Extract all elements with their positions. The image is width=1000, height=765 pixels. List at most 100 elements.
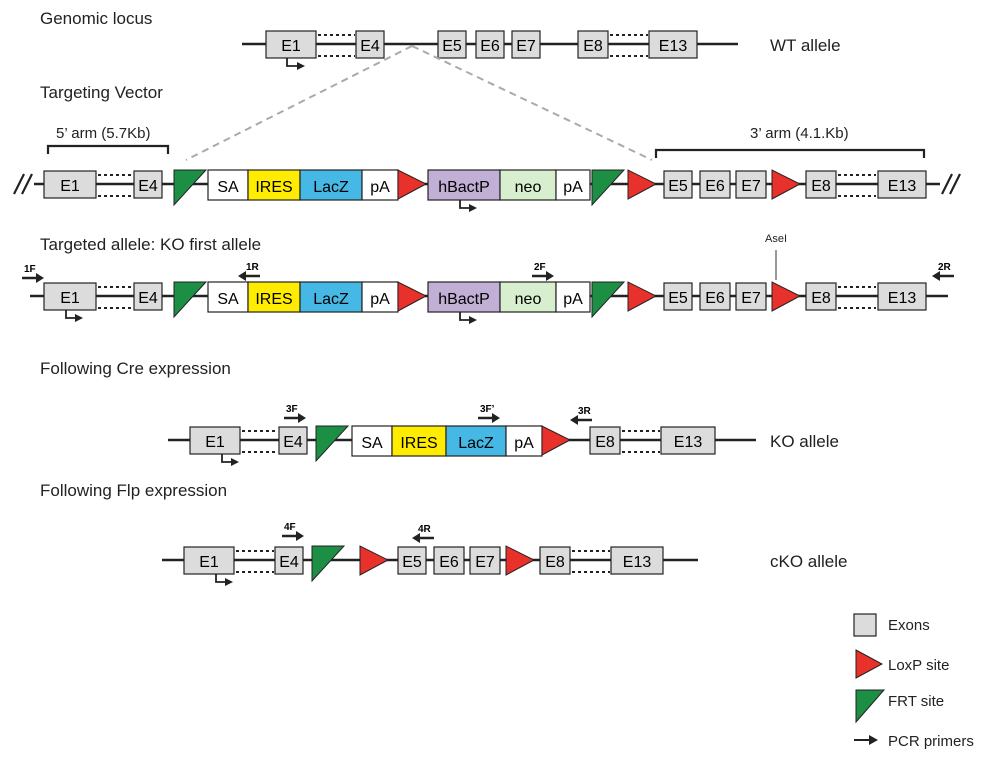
cassette-lacz — [299, 169, 363, 201]
primer-label: 3F’ — [480, 404, 495, 415]
exon-label: E6 — [705, 290, 725, 307]
cassette-label: pA — [563, 291, 583, 308]
legend-exons-label: Exons — [888, 617, 930, 634]
exon-label: E1 — [205, 434, 225, 451]
three-prime-arm-label: 3’ arm (4.1.Kb) — [750, 125, 849, 142]
loxp-site-icon — [627, 281, 658, 312]
primer-label: 2R — [938, 262, 952, 273]
cassette-label: SA — [217, 291, 239, 308]
legend-loxp-label: LoxP site — [888, 657, 949, 674]
cassette-lacz — [299, 281, 363, 313]
cassette-pa — [555, 281, 591, 313]
exon-label: E13 — [623, 554, 652, 571]
three-prime-arm-bracket — [654, 148, 926, 158]
ko-allele-row: 3F 3F’ 3R E1 E4 SA IRES LacZ pA E8 E13 K — [168, 404, 839, 466]
exon-label: E8 — [595, 434, 615, 451]
frt-site-icon — [173, 281, 208, 319]
cko-allele-row: 4F 4R E1 E4 E5 E6 E7 E8 E13 cKO allele — [162, 522, 847, 586]
cassette-label: SA — [361, 435, 383, 452]
cassette-sa — [351, 425, 393, 457]
cassette-hbactp — [427, 169, 501, 201]
cassette-label: IRES — [400, 435, 437, 452]
exon-label: E13 — [888, 290, 917, 307]
exon-label: E4 — [283, 434, 303, 451]
frt-site-icon — [173, 169, 208, 207]
wt-allele-row: E1 E4 E5 E6 E7 E8 E13 WT allele — [242, 30, 841, 70]
exon-label: E6 — [439, 554, 459, 571]
exon-e4 — [274, 546, 304, 575]
exon-label: E8 — [811, 178, 831, 195]
cassette-label: SA — [217, 179, 239, 196]
exon-e8 — [577, 30, 609, 59]
exon-label: E7 — [741, 290, 761, 307]
cassette-label: pA — [563, 179, 583, 196]
primer-label: 4R — [418, 524, 432, 535]
cassette-label: hBactP — [438, 179, 490, 196]
promoter-arrow-icon — [215, 574, 228, 583]
legend-frt-icon — [855, 689, 886, 724]
loxp-site-icon — [541, 425, 572, 456]
promoter-arrow-icon — [286, 58, 300, 67]
exon-label: E7 — [475, 554, 495, 571]
primer-label: 4F — [284, 522, 296, 533]
exon-label: E1 — [281, 38, 301, 55]
exon-label: E7 — [741, 178, 761, 195]
legend-frt-label: FRT site — [888, 693, 944, 710]
exon-label: E5 — [668, 290, 688, 307]
asei-site-label: AseI — [765, 233, 787, 245]
exon-label: E6 — [705, 178, 725, 195]
cassette-label: neo — [515, 179, 542, 196]
five-prime-arm-label: 5’ arm (5.7Kb) — [56, 125, 150, 142]
frt-site-icon — [311, 545, 346, 583]
cassette-label: pA — [370, 291, 390, 308]
five-prime-arm-bracket — [46, 144, 170, 154]
exon-e5 — [663, 282, 693, 311]
exon-label: E13 — [674, 434, 703, 451]
cassette-pa — [505, 425, 543, 457]
exon-e5 — [437, 30, 467, 59]
loxp-site-icon — [359, 545, 390, 576]
exon-label: E8 — [583, 38, 603, 55]
projection-line-right — [411, 45, 653, 161]
cassette-sa — [207, 169, 249, 201]
heading-flp-expression: Following Flp expression — [40, 481, 227, 500]
projection-line-left — [185, 45, 413, 161]
legend: Exons LoxP site FRT site PCR primers — [853, 613, 974, 750]
targeted-allele-row: 1F 1R 2F 2R AseI E1 E4 SA IRES LacZ pA — [22, 233, 954, 324]
exon-e13 — [877, 170, 927, 199]
ko-allele-label: KO allele — [770, 432, 839, 451]
exon-e1 — [183, 546, 235, 575]
cko-allele-label: cKO allele — [770, 552, 847, 571]
heading-targeted-allele: Targeted allele: KO first allele — [40, 235, 261, 254]
exon-e7 — [735, 170, 767, 199]
primer-label: 3F — [286, 404, 298, 415]
exon-e1 — [43, 170, 97, 199]
cassette-label: pA — [514, 435, 534, 452]
exon-label: E1 — [199, 554, 219, 571]
cassette-pa — [361, 281, 399, 313]
cassette-label: LacZ — [313, 291, 349, 308]
primer-label: 3R — [578, 406, 592, 417]
exon-e13 — [660, 426, 716, 455]
legend-pcr-label: PCR primers — [888, 733, 974, 750]
exon-e6 — [699, 170, 731, 199]
frt-site-icon — [591, 169, 626, 207]
break-mark-icon — [13, 172, 34, 196]
exon-label: E5 — [402, 554, 422, 571]
wt-allele-label: WT allele — [770, 36, 841, 55]
exon-e4 — [355, 30, 385, 59]
exon-label: E4 — [360, 38, 380, 55]
exon-e13 — [610, 546, 664, 575]
exon-label: E5 — [668, 178, 688, 195]
exon-e5 — [663, 170, 693, 199]
promoter-arrow-icon — [459, 200, 472, 209]
exon-e5 — [397, 546, 427, 575]
exon-e8 — [539, 546, 571, 575]
exon-label: E4 — [138, 290, 158, 307]
cassette-label: LacZ — [458, 435, 494, 452]
frt-site-icon — [591, 281, 626, 319]
cassette-pa — [361, 169, 399, 201]
frt-site-icon — [315, 425, 350, 463]
promoter-arrow-icon — [221, 454, 234, 463]
